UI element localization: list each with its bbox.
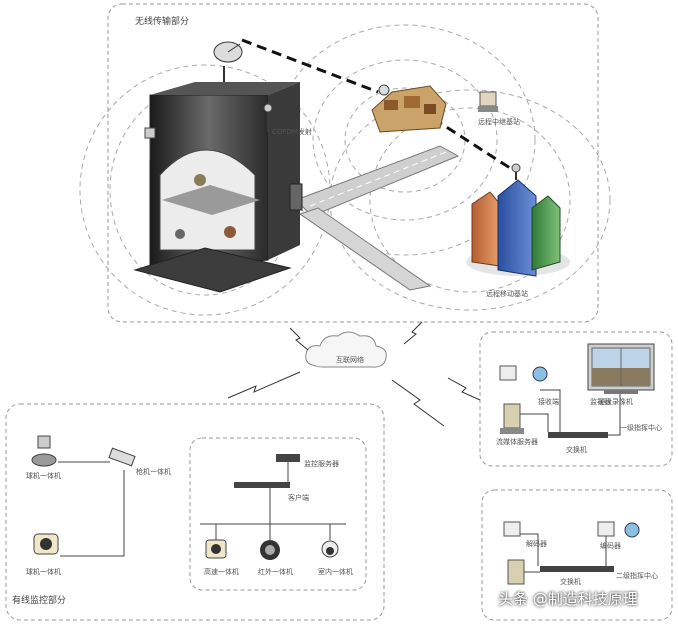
sub-wires: [520, 533, 607, 573]
server-label: 流媒体服务器: [496, 437, 538, 446]
wired-cam-b-icon: [108, 447, 136, 467]
wireless-section-title: 无线传输部分: [135, 15, 189, 27]
decoder-label: 解码器: [526, 539, 547, 548]
encoder-label: 编码器: [600, 541, 621, 550]
road-icon: [289, 145, 460, 291]
wired-cam-wires: [58, 461, 125, 557]
switch1-label: 交换机: [566, 445, 587, 454]
sub-center-label: 二级指挥中心: [616, 571, 658, 580]
internet-cloud-icon: [305, 331, 387, 368]
receive-label: 接收端: [538, 397, 559, 406]
relay-station-icon: [478, 91, 498, 112]
wired-section-title: 有线监控部分: [12, 594, 66, 606]
station-label: 远程移动基站: [486, 289, 528, 298]
group-wires: [200, 462, 346, 540]
wired-section-box: [5, 403, 385, 621]
dome1-label: 高速一体机: [204, 567, 239, 576]
hq-center-label: 一级指挥中心: [620, 423, 662, 432]
user2-label: 客户端: [288, 493, 309, 502]
sub-server-icon: [507, 559, 525, 585]
dome-cams-icon: [205, 539, 339, 560]
watermark: 头条 @制造科技原理: [498, 590, 638, 608]
server2-label: 监控服务器: [304, 459, 339, 468]
dvr-top-label: 硬盘录像机: [598, 397, 633, 406]
wired-cam-a-icon: [31, 435, 57, 467]
satellite-dish-icon: [213, 41, 243, 82]
lightning-links: [227, 321, 481, 427]
hq-server-icon: [500, 403, 524, 434]
cofdm-antenna-icon: [263, 103, 273, 132]
cofdm-label: COFDM发射: [272, 127, 312, 136]
switch1-icon: [548, 432, 608, 438]
video-wall-icon: [587, 343, 655, 394]
relay-site-icon: [371, 84, 447, 133]
wired-cam-c-icon: [33, 533, 59, 555]
hq-center-box: [479, 331, 673, 467]
sub-user-icon: [503, 521, 640, 538]
wireless-section-box: [107, 3, 599, 323]
switch2-icon: [540, 566, 614, 572]
relay-label: 远程中继基站: [478, 117, 520, 126]
user2-icon: [234, 482, 290, 488]
dome3-label: 室内一体机: [318, 567, 353, 576]
cam-b-label: 枪机一体机: [136, 467, 171, 476]
satellite-link: [241, 38, 379, 94]
left-antenna-icon: [144, 127, 156, 160]
hq-wires: [520, 389, 621, 436]
hq-user-icon: [499, 365, 548, 382]
cam-c-label: 球机一体机: [26, 567, 61, 576]
city-buildings-icon: [466, 163, 570, 277]
switch2-label: 交换机: [560, 577, 581, 586]
dome2-label: 红外一体机: [258, 567, 293, 576]
camera-group-box: [189, 437, 367, 591]
sub-center-box: [481, 489, 673, 621]
cloud-label: 互联网络: [336, 355, 364, 364]
mon2-label: 监视器: [590, 397, 611, 406]
tower-building-icon: [133, 82, 300, 293]
cam-a-label: 球机一体机: [26, 471, 61, 480]
server2-icon: [276, 454, 300, 462]
